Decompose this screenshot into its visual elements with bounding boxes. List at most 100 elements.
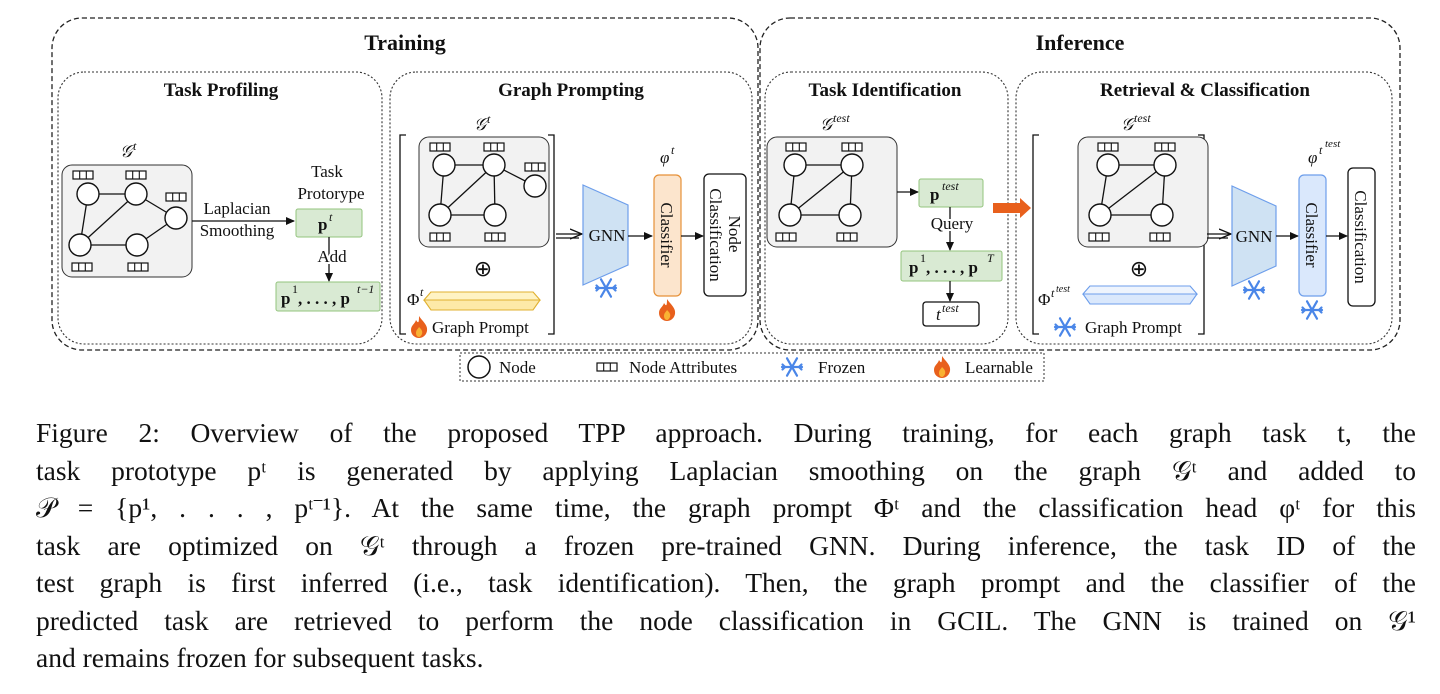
legend-learnable: Learnable	[965, 358, 1033, 377]
svg-text:test: test	[1134, 111, 1151, 125]
node-circle-icon	[467, 355, 491, 379]
caption-line-4: task are optimized on 𝒢ᵗ through a froze…	[36, 529, 1416, 561]
graph-prompt-label: Graph Prompt	[432, 318, 529, 337]
svg-text:Φ: Φ	[407, 290, 419, 309]
varphi-t-label: φ t	[660, 143, 675, 167]
svg-text:test: test	[1056, 284, 1070, 295]
legend-node-attributes: Node Attributes	[629, 358, 737, 377]
svg-text:, . . . , p: , . . . , p	[298, 289, 350, 308]
graph-test-diagram	[766, 136, 898, 248]
gnn-trapezoid	[582, 184, 629, 286]
gnn-label: GNN	[589, 226, 626, 245]
query-label: Query	[931, 214, 974, 233]
legend-box	[459, 352, 1045, 382]
svg-text:𝒢: 𝒢	[1121, 115, 1136, 134]
graph-prompting-title: Graph Prompting	[498, 80, 644, 101]
svg-text:test: test	[1325, 138, 1341, 150]
graph-t-diagram-2	[418, 136, 550, 248]
svg-text:1: 1	[292, 282, 298, 296]
svg-text:t−1: t−1	[357, 282, 374, 296]
snowflake-icon-2	[1053, 317, 1077, 337]
task-prototype-pt: p t	[318, 210, 333, 234]
svg-text:t: t	[329, 210, 333, 224]
classifier-label: Classifier	[657, 202, 676, 267]
inference-section	[759, 17, 1401, 351]
snowflake-icon-4	[1300, 300, 1324, 320]
ttest-box	[922, 301, 980, 327]
caption-line-2: task prototype pᵗ is generated by applyi…	[36, 454, 1416, 486]
classifier-label-2: Classifier	[1302, 202, 1321, 267]
gnn-label-2: GNN	[1236, 227, 1273, 246]
laplacian-label: Laplacian	[203, 199, 271, 218]
svg-text:Φ: Φ	[1038, 290, 1050, 309]
graph-t-diagram	[61, 164, 193, 278]
protorype-label: Protorype	[297, 184, 364, 203]
node-label: Node	[725, 216, 744, 253]
classification-label: Classification	[706, 188, 725, 282]
svg-text:p: p	[930, 185, 939, 204]
phi-t-label: Φ t	[407, 285, 424, 309]
svg-text:test: test	[942, 301, 959, 315]
svg-text:T: T	[987, 251, 995, 265]
svg-text:t: t	[420, 285, 424, 299]
svg-text:1: 1	[920, 251, 926, 265]
varphi-ttest-label: φ t test	[1308, 138, 1341, 167]
svg-text:p: p	[909, 258, 918, 277]
svg-text:t: t	[1319, 143, 1323, 157]
flame-icon	[411, 316, 428, 338]
snowflake-icon-3	[1242, 280, 1266, 300]
graph-prompt-prism-frozen	[1081, 285, 1199, 305]
graph-t-label-2: 𝒢 t	[474, 112, 491, 134]
graph-prompt-label-2: Graph Prompt	[1085, 318, 1182, 337]
svg-text:test: test	[942, 179, 959, 193]
oplus-icon-2: ⊕	[1130, 257, 1148, 282]
svg-text:p: p	[318, 215, 327, 234]
smoothing-label: Smoothing	[200, 221, 275, 240]
snowflake-icon	[594, 278, 618, 298]
oplus-icon: ⊕	[474, 257, 492, 282]
retrieval-classification-panel	[1015, 71, 1393, 345]
inference-title: Inference	[1036, 30, 1125, 55]
graph-t-label: 𝒢 t	[120, 139, 137, 161]
phi-ttest-label: Φ t test	[1038, 284, 1070, 309]
flame-icon-legend	[934, 356, 951, 378]
retrieval-classification-title: Retrieval & Classification	[1100, 80, 1310, 101]
classification-label-2: Classification	[1351, 190, 1370, 284]
svg-text:φ: φ	[660, 148, 669, 167]
prototype-all-label: p 1 , . . . , p T	[909, 251, 995, 277]
graph-test-label: 𝒢 test	[820, 111, 850, 134]
prototype-set-label: p 1 , . . . , p t−1	[281, 282, 374, 308]
svg-text:𝒢: 𝒢	[120, 142, 135, 161]
flame-icon-2	[659, 299, 676, 321]
svg-text:𝒢: 𝒢	[474, 115, 489, 134]
svg-text:t: t	[936, 305, 942, 324]
svg-text:𝒢: 𝒢	[820, 115, 835, 134]
figure-caption: Figure 2: Overview of the proposed TPP a…	[36, 414, 1416, 677]
prompt-bracket	[399, 134, 555, 335]
graph-prompting-panel	[389, 71, 753, 345]
ptest-label: p test	[930, 179, 959, 204]
ttest-label: t test	[936, 301, 959, 324]
svg-text:t: t	[487, 112, 491, 126]
ptest-box	[918, 178, 984, 208]
svg-text:t: t	[671, 143, 675, 157]
node-classification-box	[703, 173, 747, 297]
task-label: Task	[311, 162, 343, 181]
red-arrow-icon	[993, 198, 1031, 218]
prototype-all-box	[900, 250, 1003, 282]
graph-test-label-2: 𝒢 test	[1121, 111, 1151, 134]
legend-frozen: Frozen	[818, 358, 866, 377]
svg-text:t: t	[133, 139, 137, 153]
gnn-trapezoid-2	[1231, 185, 1277, 287]
method-overview-figure: Training Inference Task Profiling Graph …	[51, 17, 1401, 382]
training-title: Training	[364, 30, 446, 55]
legend-node: Node	[499, 358, 536, 377]
snowflake-icon-legend	[780, 357, 804, 377]
classification-box	[1347, 167, 1376, 307]
svg-text:t: t	[1051, 286, 1055, 300]
caption-line-7: and remains frozen for subsequent tasks.	[36, 642, 484, 673]
training-section	[51, 17, 759, 351]
caption-line-1: Figure 2: Overview of the proposed TPP a…	[36, 417, 1416, 448]
svg-text:, . . . , p: , . . . , p	[926, 258, 978, 277]
svg-text:test: test	[833, 111, 850, 125]
